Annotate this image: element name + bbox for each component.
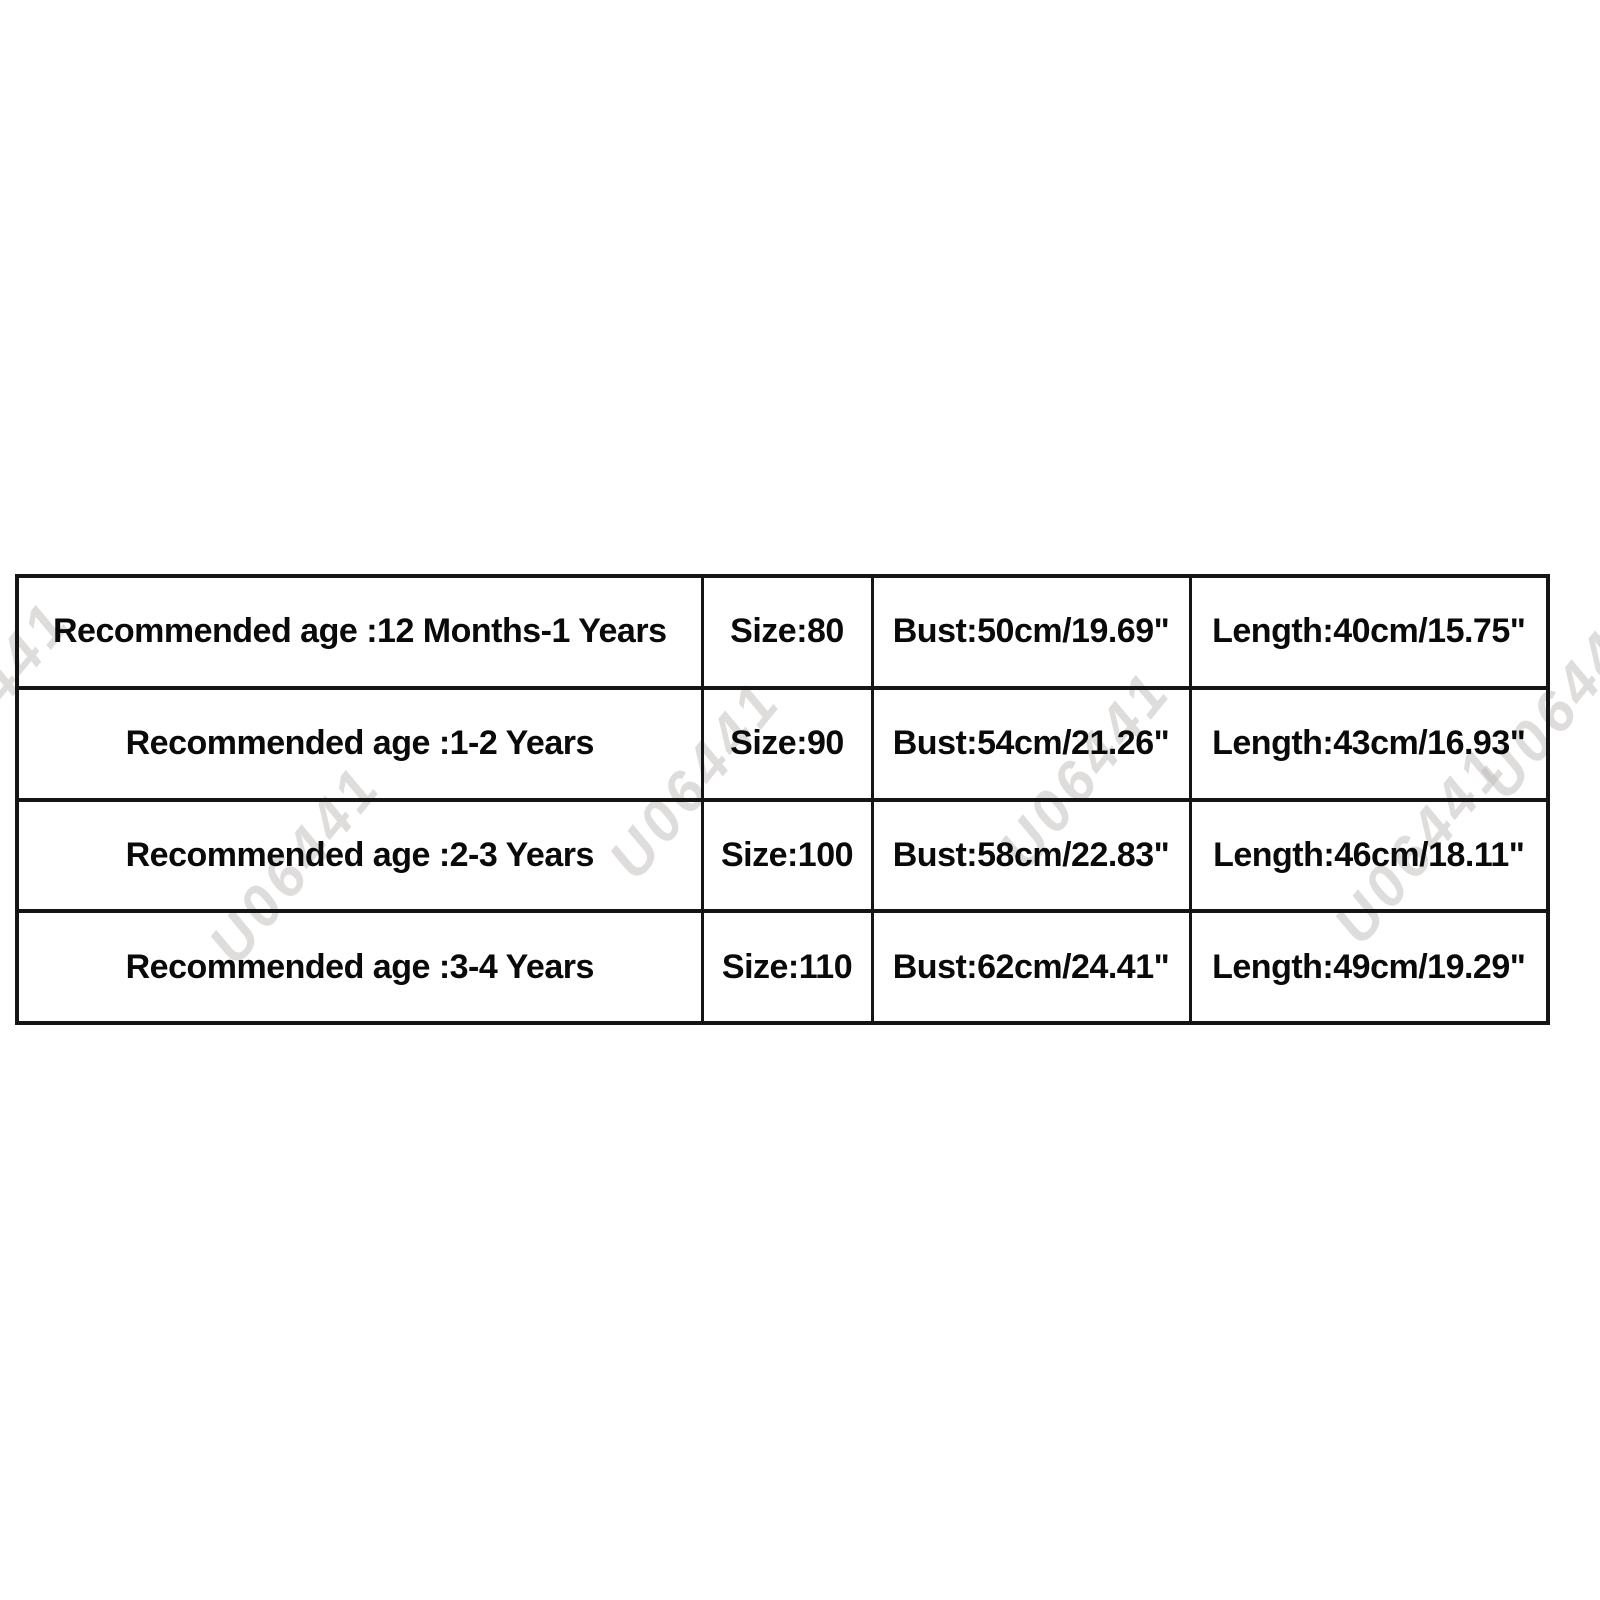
cell-recommended-age: Recommended age :1-2 Years (15, 685, 704, 802)
table-row: Recommended age :3-4 Years Size:110 Bust… (15, 909, 1550, 1025)
table-row: Recommended age :1-2 Years Size:90 Bust:… (15, 685, 1550, 802)
cell-bust: Bust:54cm/21.26" (870, 685, 1192, 802)
cell-recommended-age: Recommended age :12 Months-1 Years (15, 574, 704, 690)
cell-length: Length:43cm/16.93" (1188, 685, 1550, 802)
cell-recommended-age: Recommended age :2-3 Years (15, 797, 704, 914)
cell-recommended-age: Recommended age :3-4 Years (15, 909, 704, 1025)
cell-bust: Bust:58cm/22.83" (870, 797, 1192, 914)
cell-bust: Bust:50cm/19.69" (870, 574, 1192, 690)
cell-length: Length:40cm/15.75" (1188, 574, 1550, 690)
cell-size: Size:80 (700, 574, 874, 690)
size-chart-table: Recommended age :12 Months-1 Years Size:… (15, 574, 1550, 1025)
table-row: Recommended age :2-3 Years Size:100 Bust… (15, 797, 1550, 914)
cell-length: Length:46cm/18.11" (1188, 797, 1550, 914)
cell-size: Size:90 (700, 685, 874, 802)
cell-size: Size:110 (700, 909, 874, 1025)
cell-length: Length:49cm/19.29" (1188, 909, 1550, 1025)
table-row: Recommended age :12 Months-1 Years Size:… (15, 574, 1550, 690)
cell-bust: Bust:62cm/24.41" (870, 909, 1192, 1025)
cell-size: Size:100 (700, 797, 874, 914)
